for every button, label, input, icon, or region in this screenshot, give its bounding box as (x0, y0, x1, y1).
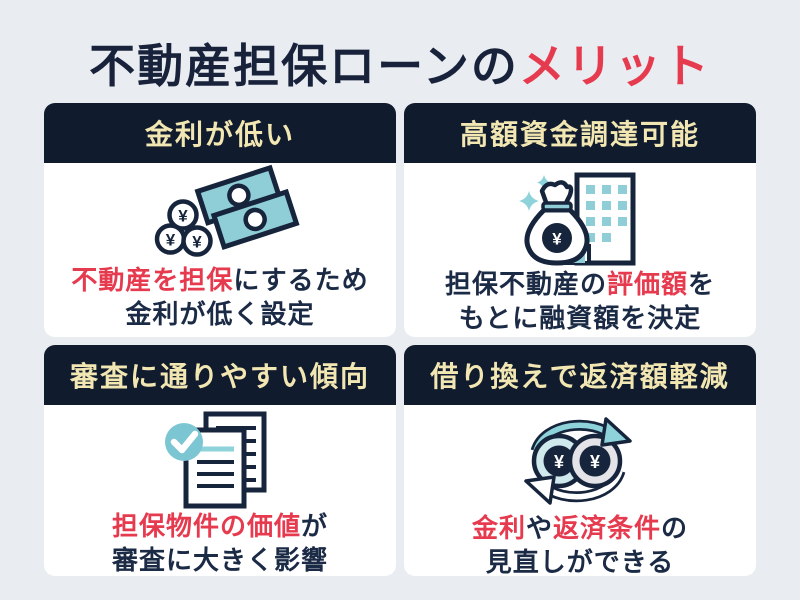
svg-text:¥: ¥ (554, 452, 564, 472)
text-segment: を (688, 269, 716, 299)
card-text-line: もとに融資額を決定 (445, 301, 715, 335)
text-segment: の (661, 513, 689, 543)
svg-text:¥: ¥ (166, 231, 176, 250)
card-large-funding: 高額資金調達可能 (404, 103, 756, 337)
money-bills-coins-svg: ¥ ¥ ¥ (154, 164, 300, 257)
card-refinance: 借り換えで返済額軽減 ¥ ¥ (404, 345, 756, 576)
money-bag-building-icon: ¥ (513, 169, 647, 267)
text-segment: 審査に大きく影響 (111, 545, 328, 575)
card-header-label: 金利が低い (144, 119, 295, 150)
card-header-label: 審査に通りやすい傾向 (69, 361, 370, 392)
money-bills-coins-icon: ¥ ¥ ¥ (154, 164, 300, 263)
card-body: ¥ ¥ 金利や返済条件の 見直しができる (404, 405, 756, 576)
text-segment: 金利が低く設定 (125, 299, 315, 329)
refinance-cycle-svg: ¥ ¥ (524, 417, 632, 505)
card-header-label: 高額資金調達可能 (459, 119, 700, 150)
card-text: 不動産を担保にするため 金利が低く設定 (71, 263, 368, 331)
text-segment: 見直しができる (485, 547, 675, 576)
approved-documents-icon (160, 411, 280, 509)
text-segment: 返済条件 (553, 513, 662, 543)
svg-text:¥: ¥ (552, 230, 562, 249)
svg-text:¥: ¥ (590, 452, 600, 472)
money-bag-building-svg: ¥ (519, 172, 636, 266)
text-segment: 担保不動産の (444, 269, 607, 299)
card-body: ¥ 担保不動産の評価額を もとに融資額を決定 (404, 163, 756, 337)
card-header-label: 借り換えで返済額軽減 (430, 361, 730, 392)
text-segment: や (525, 513, 553, 543)
page-title: 不動産担保ローンのメリット (0, 30, 800, 96)
text-segment: 担保物件の価値 (111, 511, 301, 541)
card-header: 借り換えで返済額軽減 (404, 345, 756, 405)
card-text: 担保物件の価値が 審査に大きく影響 (112, 509, 328, 576)
svg-text:¥: ¥ (192, 233, 202, 252)
card-header: 審査に通りやすい傾向 (44, 345, 396, 405)
card-text-line: 不動産を担保にするため (71, 263, 368, 297)
card-text-line: 金利や返済条件の (472, 511, 688, 545)
merit-grid: 金利が低い ¥ ¥ (44, 103, 756, 576)
title-highlight: メリット (518, 40, 711, 92)
text-segment: にするため (233, 265, 369, 295)
card-text: 担保不動産の評価額を もとに融資額を決定 (445, 267, 715, 335)
svg-text:¥: ¥ (178, 207, 188, 226)
card-easy-screening: 審査に通りやすい傾向 (44, 345, 396, 576)
card-header: 金利が低い (44, 103, 396, 163)
title-main: 不動産担保ローンの (89, 40, 519, 92)
card-text-line: 審査に大きく影響 (112, 543, 328, 576)
approved-documents-svg (165, 411, 267, 509)
refinance-cycle-icon: ¥ ¥ (518, 411, 642, 511)
card-text-line: 見直しができる (472, 545, 688, 576)
text-segment: 不動産を担保 (71, 265, 234, 295)
card-text-line: 担保不動産の評価額を (445, 267, 715, 301)
text-segment: もとに融資額を決定 (458, 303, 702, 333)
text-segment: が (301, 511, 329, 541)
card-header: 高額資金調達可能 (404, 103, 756, 163)
card-body: ¥ ¥ ¥ 不動産を担保にするため 金利が低く設定 (44, 163, 396, 337)
card-text: 金利や返済条件の 見直しができる (472, 511, 688, 576)
card-low-interest: 金利が低い ¥ ¥ (44, 103, 396, 337)
text-segment: 金利 (471, 513, 526, 543)
text-segment: 評価額 (606, 269, 688, 299)
card-text-line: 金利が低く設定 (71, 297, 368, 331)
card-text-line: 担保物件の価値が (112, 509, 328, 543)
card-body: 担保物件の価値が 審査に大きく影響 (44, 405, 396, 576)
